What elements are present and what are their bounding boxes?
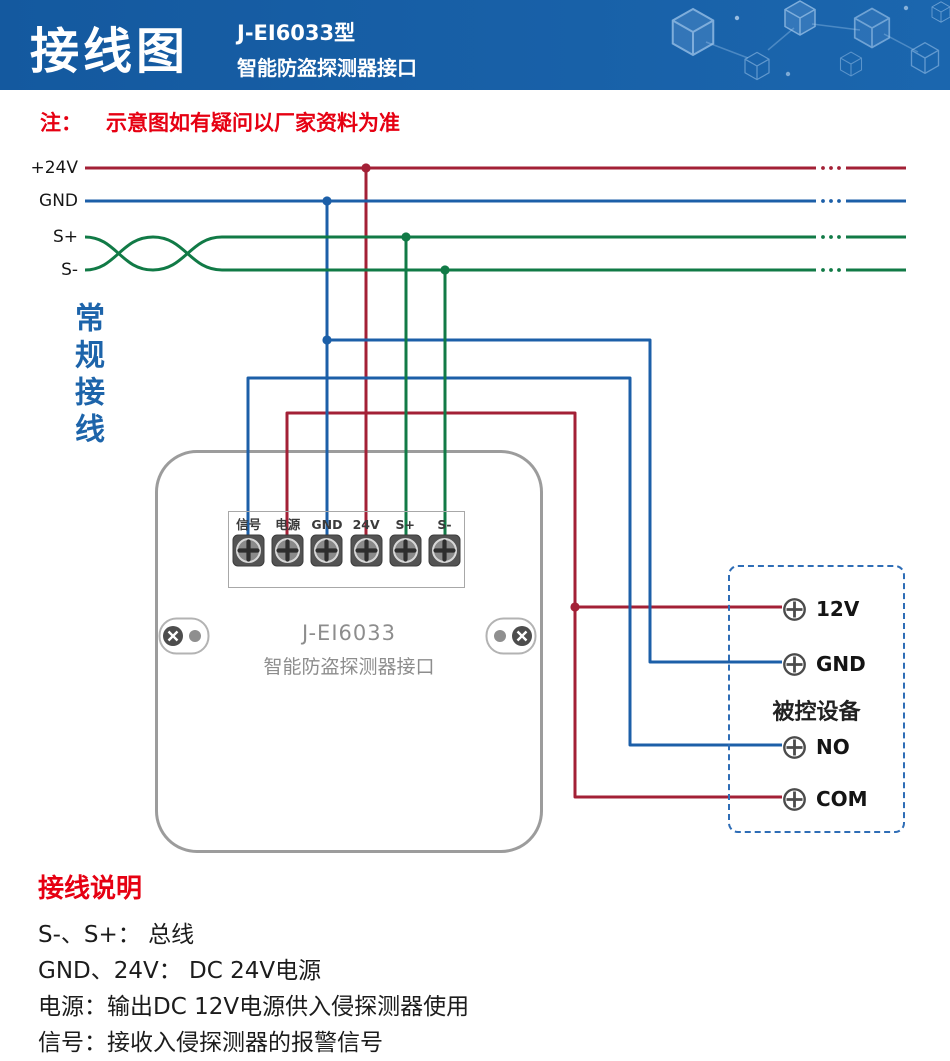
controlled-device-box: 12V GND 被控设备 NO COM <box>728 565 905 833</box>
terminal-24v: 24V <box>347 512 386 587</box>
screw-terminal-icon <box>783 652 806 676</box>
phillips-screw-icon <box>271 534 304 567</box>
header: 接线图 J-EI6033型 智能防盗探测器接口 <box>0 0 950 90</box>
screw-terminal-icon <box>783 597 806 621</box>
terminal-s-plus: S+ <box>386 512 425 587</box>
phillips-screw-icon <box>350 534 383 567</box>
terminal-label: 24V <box>352 517 380 532</box>
legend-line: GND、24V： DC 24V电源 <box>38 958 322 984</box>
controlled-device-title: 被控设备 <box>772 700 861 725</box>
green-junctions <box>401 232 841 275</box>
port-12v: 12V <box>782 596 859 622</box>
terminal-power: 电源 <box>268 512 307 587</box>
phillips-screw-icon <box>310 534 343 567</box>
screw-terminal-icon <box>783 735 806 759</box>
port-label: COM <box>816 787 868 811</box>
device-type-label: 智能防盗探测器接口 <box>237 56 417 80</box>
blue-junctions <box>322 196 841 345</box>
terminal-label: 电源 <box>275 517 301 532</box>
header-subtitle: J-EI6033型 智能防盗探测器接口 <box>237 17 417 81</box>
port-label: NO <box>816 735 850 759</box>
terminal-gnd: GND <box>307 512 346 587</box>
port-label: 12V <box>816 597 860 621</box>
bus-line-s-minus <box>84 235 816 272</box>
bus-label-s-plus: S+ <box>52 227 78 247</box>
terminal-s-minus: S- <box>425 512 464 587</box>
model-label: J-EI6033型 <box>237 21 356 45</box>
phillips-screw-icon <box>232 534 265 567</box>
terminal-label: S- <box>437 517 452 532</box>
legend-line: S-、S+： 总线 <box>38 922 195 948</box>
phillips-screw-icon <box>389 534 422 567</box>
screw-terminal-icon <box>783 787 806 811</box>
terminal-label: GND <box>311 517 343 532</box>
device-name: 智能防盗探测器接口 <box>263 656 435 678</box>
terminal-label: 信号 <box>236 517 262 532</box>
terminal-label: S+ <box>395 517 416 532</box>
header-cubes-decoration <box>671 0 950 81</box>
mounting-screw-icon <box>485 617 537 655</box>
bus-label-plus24v: +24V <box>30 158 78 178</box>
mounting-screw-icon <box>158 617 210 655</box>
phillips-screw-icon <box>428 534 461 567</box>
legend: 接线说明 S-、S+： 总线 GND、24V： DC 24V电源 电源：输出DC… <box>38 868 469 1061</box>
terminal-signal: 信号 <box>229 512 268 587</box>
note-prefix: 注： <box>40 111 82 135</box>
bus-line-s-plus <box>84 235 816 272</box>
port-gnd: GND <box>782 651 866 677</box>
bus-label-s-minus: S- <box>61 260 78 280</box>
note: 注： 示意图如有疑问以厂家资料为准 <box>40 107 400 137</box>
port-label: GND <box>816 652 866 676</box>
legend-line: 信号：接收入侵探测器的报警信号 <box>38 1030 383 1056</box>
port-com: COM <box>782 786 868 812</box>
legend-title: 接线说明 <box>38 874 143 904</box>
wiring-mode-label: 常规接线 <box>69 302 104 450</box>
terminal-block: 信号 电源 GND 24V S+ <box>228 511 465 588</box>
note-text: 示意图如有疑问以厂家资料为准 <box>106 111 400 135</box>
port-no: NO <box>782 734 850 760</box>
bus-label-gnd: GND <box>39 191 78 211</box>
page-title: 接线图 <box>30 23 190 80</box>
legend-line: 电源：输出DC 12V电源供入侵探测器使用 <box>38 994 470 1020</box>
